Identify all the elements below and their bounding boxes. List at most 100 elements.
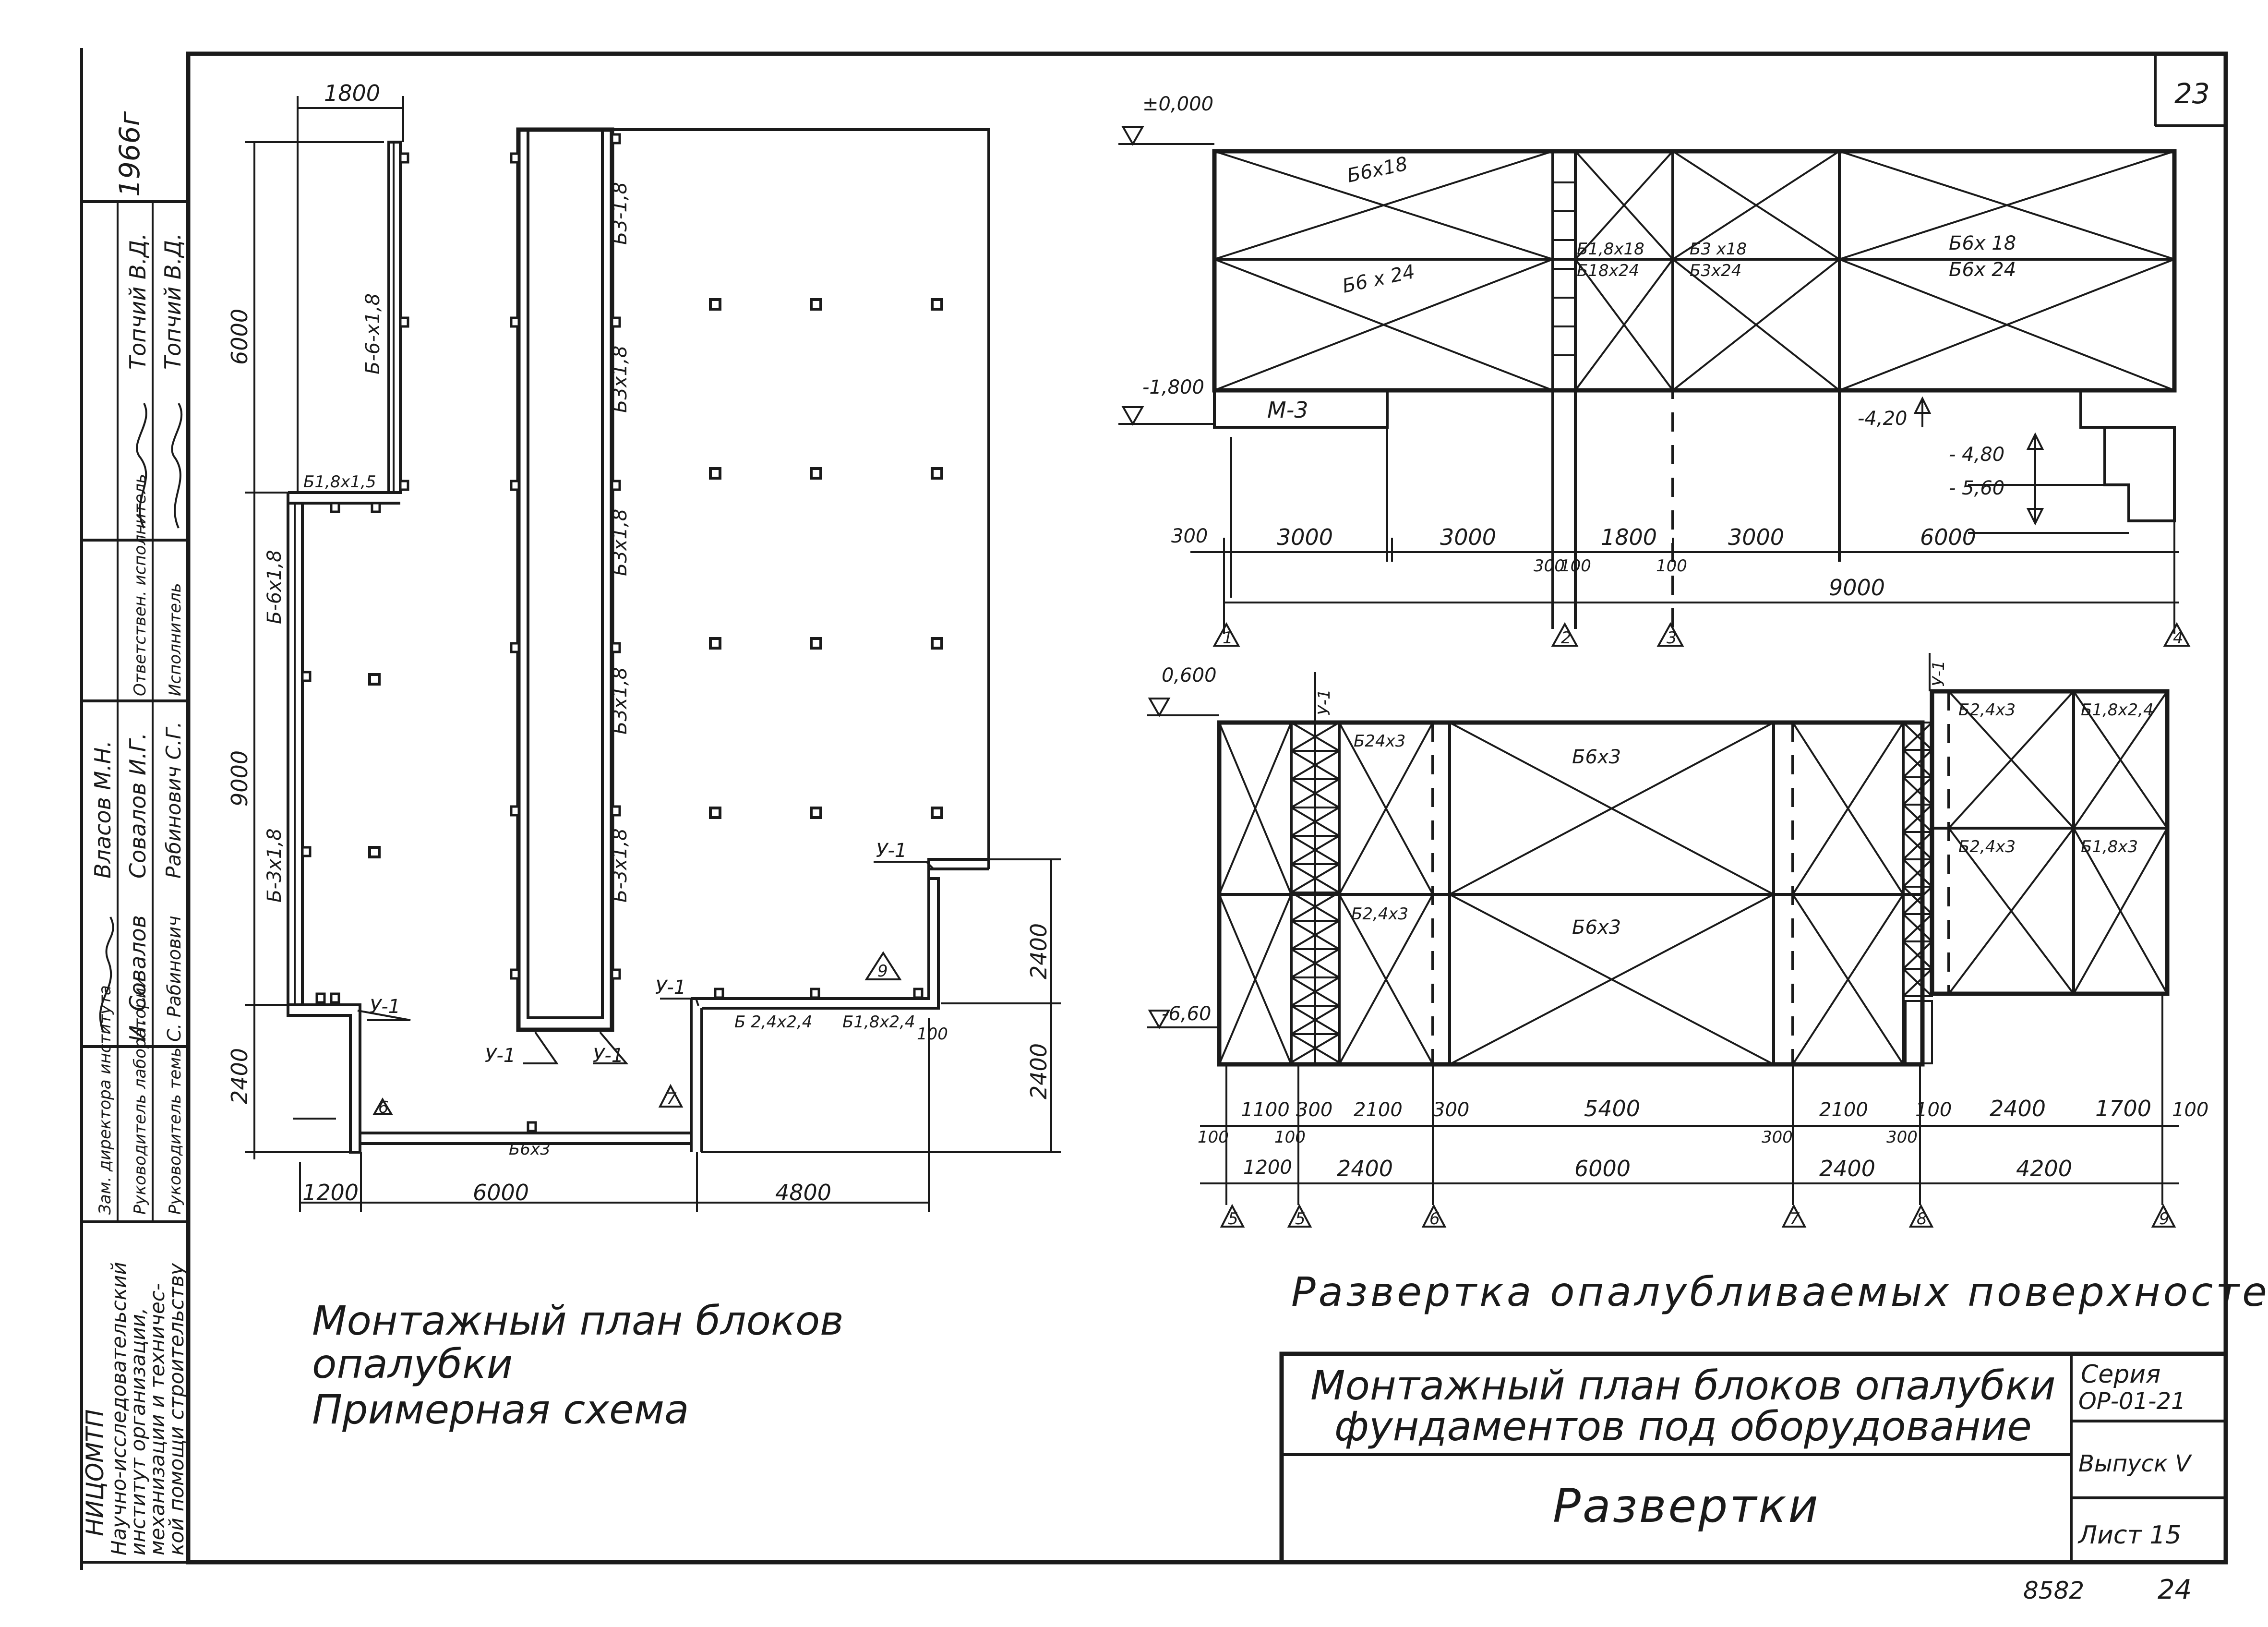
- plan-caption-3: Примерная схема: [312, 1386, 689, 1433]
- elev2-dim-small-300a: 300: [1762, 1128, 1793, 1147]
- elev2-y1-left: У-1: [1315, 689, 1334, 715]
- elev1-b6x18a: Б6х18: [1345, 153, 1410, 187]
- elev2-caption: Развертка опалубливаемых поверхностей 1-…: [1291, 1268, 2268, 1315]
- title-line-2: фундаментов под оборудование: [1334, 1403, 2032, 1450]
- stamp-org-line-4: кой помощи строительству: [165, 1263, 188, 1555]
- title-name: Развертки: [1553, 1479, 1820, 1533]
- stamp-name-topchiy-1: Топчий В.Д.: [125, 233, 151, 370]
- label-y1-col-left: У-1: [485, 1045, 516, 1067]
- elevation-1: [1118, 126, 2191, 647]
- label-y1-bottom: У-1: [655, 976, 686, 999]
- elev1-level-480: - 4,80: [1949, 444, 2004, 466]
- elev1-level-560: - 5,60: [1949, 477, 2004, 499]
- plan-markers: [357, 861, 935, 1115]
- plan-marker-6: 6: [378, 1098, 389, 1117]
- elev1-dim-100b: 100: [1656, 556, 1687, 576]
- elev2-b6x3a: Б6х3: [1572, 746, 1621, 768]
- stamp-role-executor: Исполнитель: [166, 583, 185, 696]
- elev1-dim-6000: 6000: [1920, 524, 1976, 550]
- scaffold-cross-right: [1902, 722, 1933, 997]
- elev2-dim-1700: 1700: [2095, 1096, 2151, 1121]
- stamp-org-line-1: Научно-исследовательский: [107, 1262, 131, 1555]
- title-series-label: Серия: [2081, 1360, 2160, 1389]
- elev2-dim-6000: 6000: [1574, 1156, 1631, 1181]
- stamp-signature-rabinovich: С. Рабинович: [164, 916, 185, 1042]
- elev1-level-420: -4,20: [1858, 408, 1908, 430]
- elev1-axis-4: 4: [2173, 628, 2184, 648]
- elev1-m3: М-3: [1267, 397, 1308, 423]
- stamp-name-topchiy-2: Топчий В.Д.: [160, 233, 186, 370]
- signature-topchiy-2: [171, 403, 182, 529]
- elev2-axis-6: 6: [1429, 1209, 1440, 1229]
- elev2-dim-300b: 300: [1433, 1099, 1469, 1121]
- anchor-bolts: [368, 298, 943, 858]
- plan-caption-1: Монтажный план блоков: [312, 1297, 844, 1344]
- elev2-dim-2100a: 2100: [1354, 1099, 1403, 1121]
- label-b6x18-top: Б-6-х1,8: [362, 293, 384, 374]
- plan-dim-2400-right-b: 2400: [1026, 1043, 1052, 1099]
- elevation-2: [1147, 653, 2179, 1228]
- label-b3x18-left: Б-3х1,8: [264, 828, 286, 903]
- elev2-dim-300a: 300: [1296, 1099, 1332, 1121]
- elev2-r1: Б2,4х3: [1958, 700, 2016, 720]
- elev1-b6x18b: Б6х 18: [1949, 232, 2016, 254]
- elev2-axis-9: 9: [2159, 1209, 2170, 1229]
- title-series: ОР-01-21: [2078, 1388, 2186, 1415]
- label-b18x24: Б1,8х2,4: [842, 1012, 915, 1032]
- elev2-dim-5400: 5400: [1584, 1096, 1640, 1121]
- label-b3-col-5: Б-3х1,8: [609, 828, 631, 903]
- plan-nubs: [301, 133, 924, 1133]
- elev2-r2: Б1,8х2,4: [2081, 700, 2154, 720]
- stamp-name-vlasov: Власов М.Н.: [90, 740, 116, 879]
- plan-dim-9000: 9000: [227, 750, 252, 807]
- label-b18x15: Б1,8х1,5: [303, 472, 376, 492]
- stamp-signature-sovalov: И. Совалов: [125, 915, 151, 1042]
- elev2-dim-2100b: 2100: [1819, 1099, 1868, 1121]
- plan-dim-1200: 1200: [302, 1180, 359, 1205]
- elev1-dim-total: 9000: [1829, 575, 1885, 601]
- footer-number-left: 8582: [2023, 1577, 2084, 1604]
- elev2-dim-1100: 1100: [1241, 1099, 1290, 1121]
- elev1-level-mid: -1,800: [1142, 376, 1204, 398]
- elev2-axis-5b: 5: [1295, 1209, 1306, 1229]
- elev1-dim-3000a: 3000: [1277, 524, 1333, 550]
- plan-marker-9: 9: [877, 962, 888, 981]
- plan-marker-7: 7: [666, 1089, 677, 1109]
- stamp-org: НИЦОМТП: [81, 1410, 109, 1536]
- title-issue: Выпуск Ⅴ: [2078, 1450, 2192, 1477]
- stamp-name-rabinovich: Рабинович С.Г.: [162, 722, 185, 879]
- elev2-axis-8: 8: [1917, 1209, 1927, 1229]
- elev1-b6x24b: Б6х 24: [1949, 259, 2016, 281]
- title-line-1: Монтажный план блоков опалубки: [1310, 1362, 2056, 1409]
- plan-dim-2400-left: 2400: [227, 1048, 252, 1104]
- elev1-axis-1: 1: [1223, 628, 1233, 648]
- elev2-b24x3b: Б2,4х3: [1351, 904, 1408, 924]
- stamp-org-line-3: механизации и техничес-: [145, 1283, 169, 1555]
- stamp-role-lab-head: Руководитель лаборатории: [131, 977, 150, 1215]
- stamp-role-director: Зам. директора института: [96, 985, 115, 1215]
- plan-dimensions: [245, 96, 1061, 1212]
- elev2-axis-7: 7: [1789, 1209, 1800, 1229]
- elev2-dim-100a: 100: [1915, 1099, 1952, 1121]
- label-b3-col-4: Б3х1,8: [609, 667, 631, 735]
- plan-dim-6000-bottom: 6000: [473, 1180, 529, 1205]
- label-y1-left: У-1: [370, 996, 400, 1018]
- elev1-dim-300: 300: [1171, 525, 1208, 547]
- label-b24x24: Б 2,4х2,4: [734, 1012, 812, 1032]
- plan-caption-2: опалубки: [312, 1340, 513, 1387]
- elev2-axis-5a: 5: [1228, 1209, 1238, 1229]
- title-block: [1279, 1351, 2228, 1565]
- plan-dim-top: 1800: [324, 80, 380, 106]
- elev2-dim-2400c: 2400: [1819, 1156, 1875, 1181]
- elev2-r3: Б2,4х3: [1958, 837, 2016, 856]
- footer-number-right: 24: [2158, 1574, 2192, 1605]
- label-b6x18-left: Б-6х1,8: [264, 550, 286, 624]
- elev1-dim-3000c: 3000: [1728, 524, 1784, 550]
- plan-dim-2400-right-a: 2400: [1026, 923, 1052, 979]
- elev1-b18x24: Б18х24: [1577, 261, 1639, 280]
- formwork-plan: [245, 96, 1061, 1212]
- title-sheet: Лист 15: [2077, 1521, 2181, 1550]
- elev2-b6x3b: Б6х3: [1572, 916, 1621, 939]
- stamp-name-sovalov: Совалов И.Г.: [125, 733, 151, 879]
